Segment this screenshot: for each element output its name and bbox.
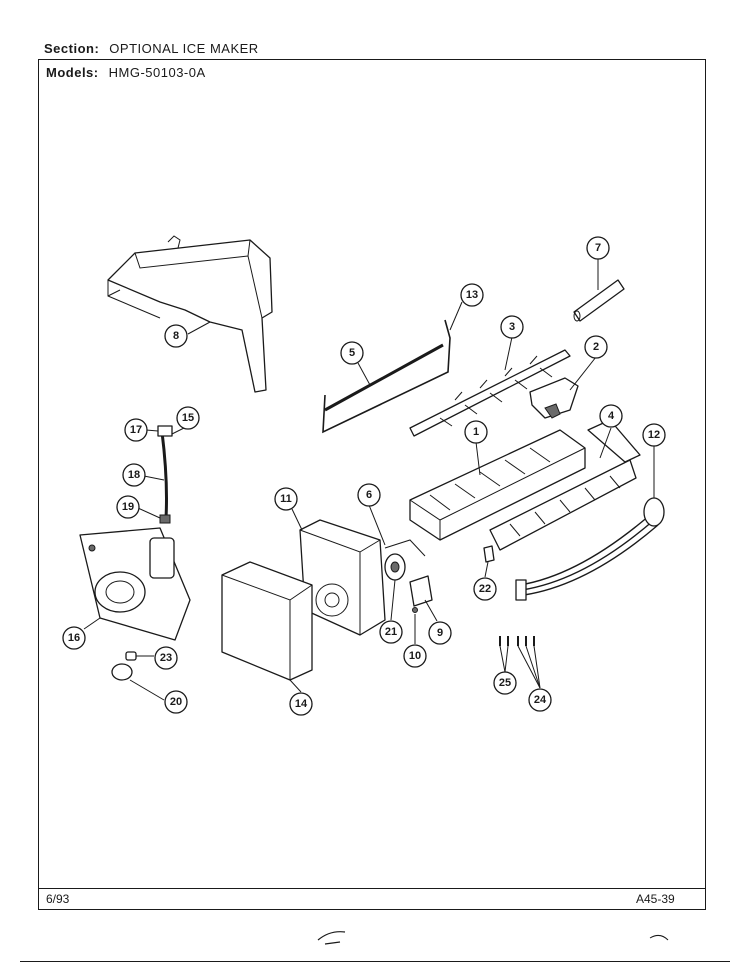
svg-text:5: 5 [349,347,355,359]
callout-12: 12 [642,423,666,447]
bottom-rule [20,961,730,962]
svg-text:1: 1 [473,426,479,438]
svg-text:7: 7 [595,242,601,254]
part-bracket [409,575,433,613]
svg-text:22: 22 [479,583,491,595]
footer-page-ref: A45-39 [636,892,675,906]
part-tube [573,279,625,322]
svg-text:6: 6 [366,489,372,501]
part-fill-cup [107,235,273,393]
svg-text:2: 2 [593,341,599,353]
callout-3: 3 [500,315,524,339]
part-screws [499,636,535,646]
part-control-housing [299,519,386,636]
svg-text:18: 18 [128,469,140,481]
part-motor [384,539,426,581]
callout-18: 18 [122,463,146,487]
part-clip [483,545,495,563]
callout-15: 15 [176,406,200,430]
svg-text:10: 10 [409,650,421,662]
svg-text:15: 15 [182,412,194,424]
part-fill-tube [157,425,173,524]
section-header: Section: OPTIONAL ICE MAKER [44,41,259,56]
callout-10: 10 [403,644,427,668]
part-fitting [111,651,137,681]
svg-text:19: 19 [122,501,134,513]
svg-text:21: 21 [385,626,397,638]
part-wire-bracket [322,319,451,434]
svg-text:13: 13 [466,289,478,301]
callout-2: 2 [584,335,608,359]
svg-text:24: 24 [534,694,547,706]
part-shutoff-arm [324,343,444,412]
part-water-valve [79,527,191,641]
svg-text:12: 12 [648,429,660,441]
part-mold-cover [489,419,641,551]
callout-14: 14 [289,692,313,716]
svg-text:17: 17 [130,424,142,436]
callout-19: 19 [116,495,140,519]
svg-text:3: 3 [509,321,515,333]
callout-23: 23 [154,646,178,670]
callout-1: 1 [464,420,488,444]
svg-text:16: 16 [68,632,80,644]
svg-text:9: 9 [437,627,443,639]
diagram-frame [38,59,706,910]
callout-8: 8 [164,324,188,348]
callout-4: 4 [599,404,623,428]
svg-text:4: 4 [608,410,615,422]
part-mold [409,429,586,541]
callout-11: 11 [274,487,298,511]
svg-text:23: 23 [160,652,172,664]
svg-text:25: 25 [499,677,511,689]
callout-17: 17 [124,418,148,442]
svg-text:20: 20 [170,696,182,708]
footer-separator [39,888,705,889]
part-switch [529,377,579,419]
models-label: Models: [46,65,99,80]
callout-9: 9 [428,621,452,645]
scan-marks [317,931,669,945]
callout-7: 7 [586,236,610,260]
callout-6: 6 [357,483,381,507]
leader-lines [83,258,655,701]
part-wiring-harness [515,497,665,601]
svg-text:8: 8 [173,330,179,342]
callout-13: 13 [460,283,484,307]
section-label: Section: [44,41,100,56]
callout-20: 20 [164,690,188,714]
svg-text:11: 11 [280,493,292,505]
footer-date: 6/93 [46,892,70,906]
callout-24: 24 [528,688,552,712]
callout-22: 22 [473,577,497,601]
callout-21: 21 [379,620,403,644]
part-ejector [409,349,571,437]
section-value: OPTIONAL ICE MAKER [109,41,259,56]
models-header: Models: HMG-50103-0A [46,65,206,80]
svg-text:14: 14 [295,698,308,710]
part-cover [221,561,313,681]
callout-16: 16 [62,626,86,650]
models-value: HMG-50103-0A [108,65,206,80]
callout-25: 25 [493,671,517,695]
callout-5: 5 [340,341,364,365]
